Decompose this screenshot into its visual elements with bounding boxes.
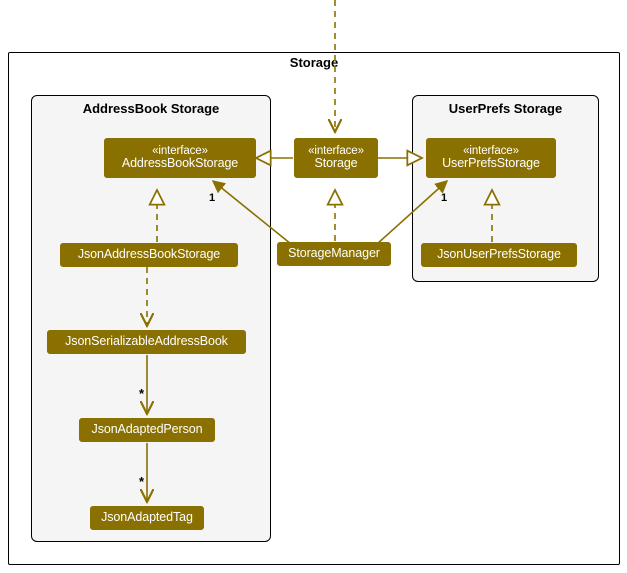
class-addressbookstorage-name: AddressBookStorage: [121, 156, 239, 171]
class-jsonaddressbookstorage-name: JsonAddressBookStorage: [77, 247, 221, 262]
package-storage: [8, 52, 620, 565]
multiplicity-jsonadaptedperson: *: [139, 386, 145, 401]
class-jsonadaptedtag[interactable]: JsonAdaptedTag: [90, 506, 204, 530]
class-jsonadaptedperson[interactable]: JsonAdaptedPerson: [79, 418, 215, 442]
class-addressbookstorage-stereotype: «interface»: [152, 145, 208, 158]
package-addressbook-storage-title: AddressBook Storage: [82, 101, 220, 116]
class-userprefsstorage-stereotype: «interface»: [463, 145, 519, 158]
class-storagemanager-name: StorageManager: [288, 246, 380, 261]
class-jsonuserprefsstorage[interactable]: JsonUserPrefsStorage: [421, 243, 577, 267]
class-jsonadaptedtag-name: JsonAdaptedTag: [101, 510, 193, 525]
class-storagemanager[interactable]: StorageManager: [277, 242, 391, 266]
class-storage[interactable]: «interface» Storage: [294, 138, 378, 178]
class-storage-name: Storage: [314, 156, 358, 171]
class-jsonuserprefsstorage-name: JsonUserPrefsStorage: [437, 247, 561, 262]
class-storage-stereotype: «interface»: [308, 145, 364, 158]
class-jsonserializableaddressbook-name: JsonSerializableAddressBook: [65, 334, 228, 349]
package-userprefs-storage-title: UserPrefs Storage: [448, 101, 563, 116]
multiplicity-userprefsstorage: 1: [441, 192, 448, 204]
package-storage-title: Storage: [289, 55, 339, 70]
multiplicity-jsonadaptedtag: *: [139, 474, 145, 489]
class-jsonaddressbookstorage[interactable]: JsonAddressBookStorage: [60, 243, 238, 267]
class-jsonserializableaddressbook[interactable]: JsonSerializableAddressBook: [47, 330, 246, 354]
class-userprefsstorage[interactable]: «interface» UserPrefsStorage: [426, 138, 556, 178]
multiplicity-addressbookstorage: 1: [209, 192, 216, 204]
class-addressbookstorage[interactable]: «interface» AddressBookStorage: [104, 138, 256, 178]
class-userprefsstorage-name: UserPrefsStorage: [442, 156, 540, 171]
class-jsonadaptedperson-name: JsonAdaptedPerson: [91, 422, 203, 437]
